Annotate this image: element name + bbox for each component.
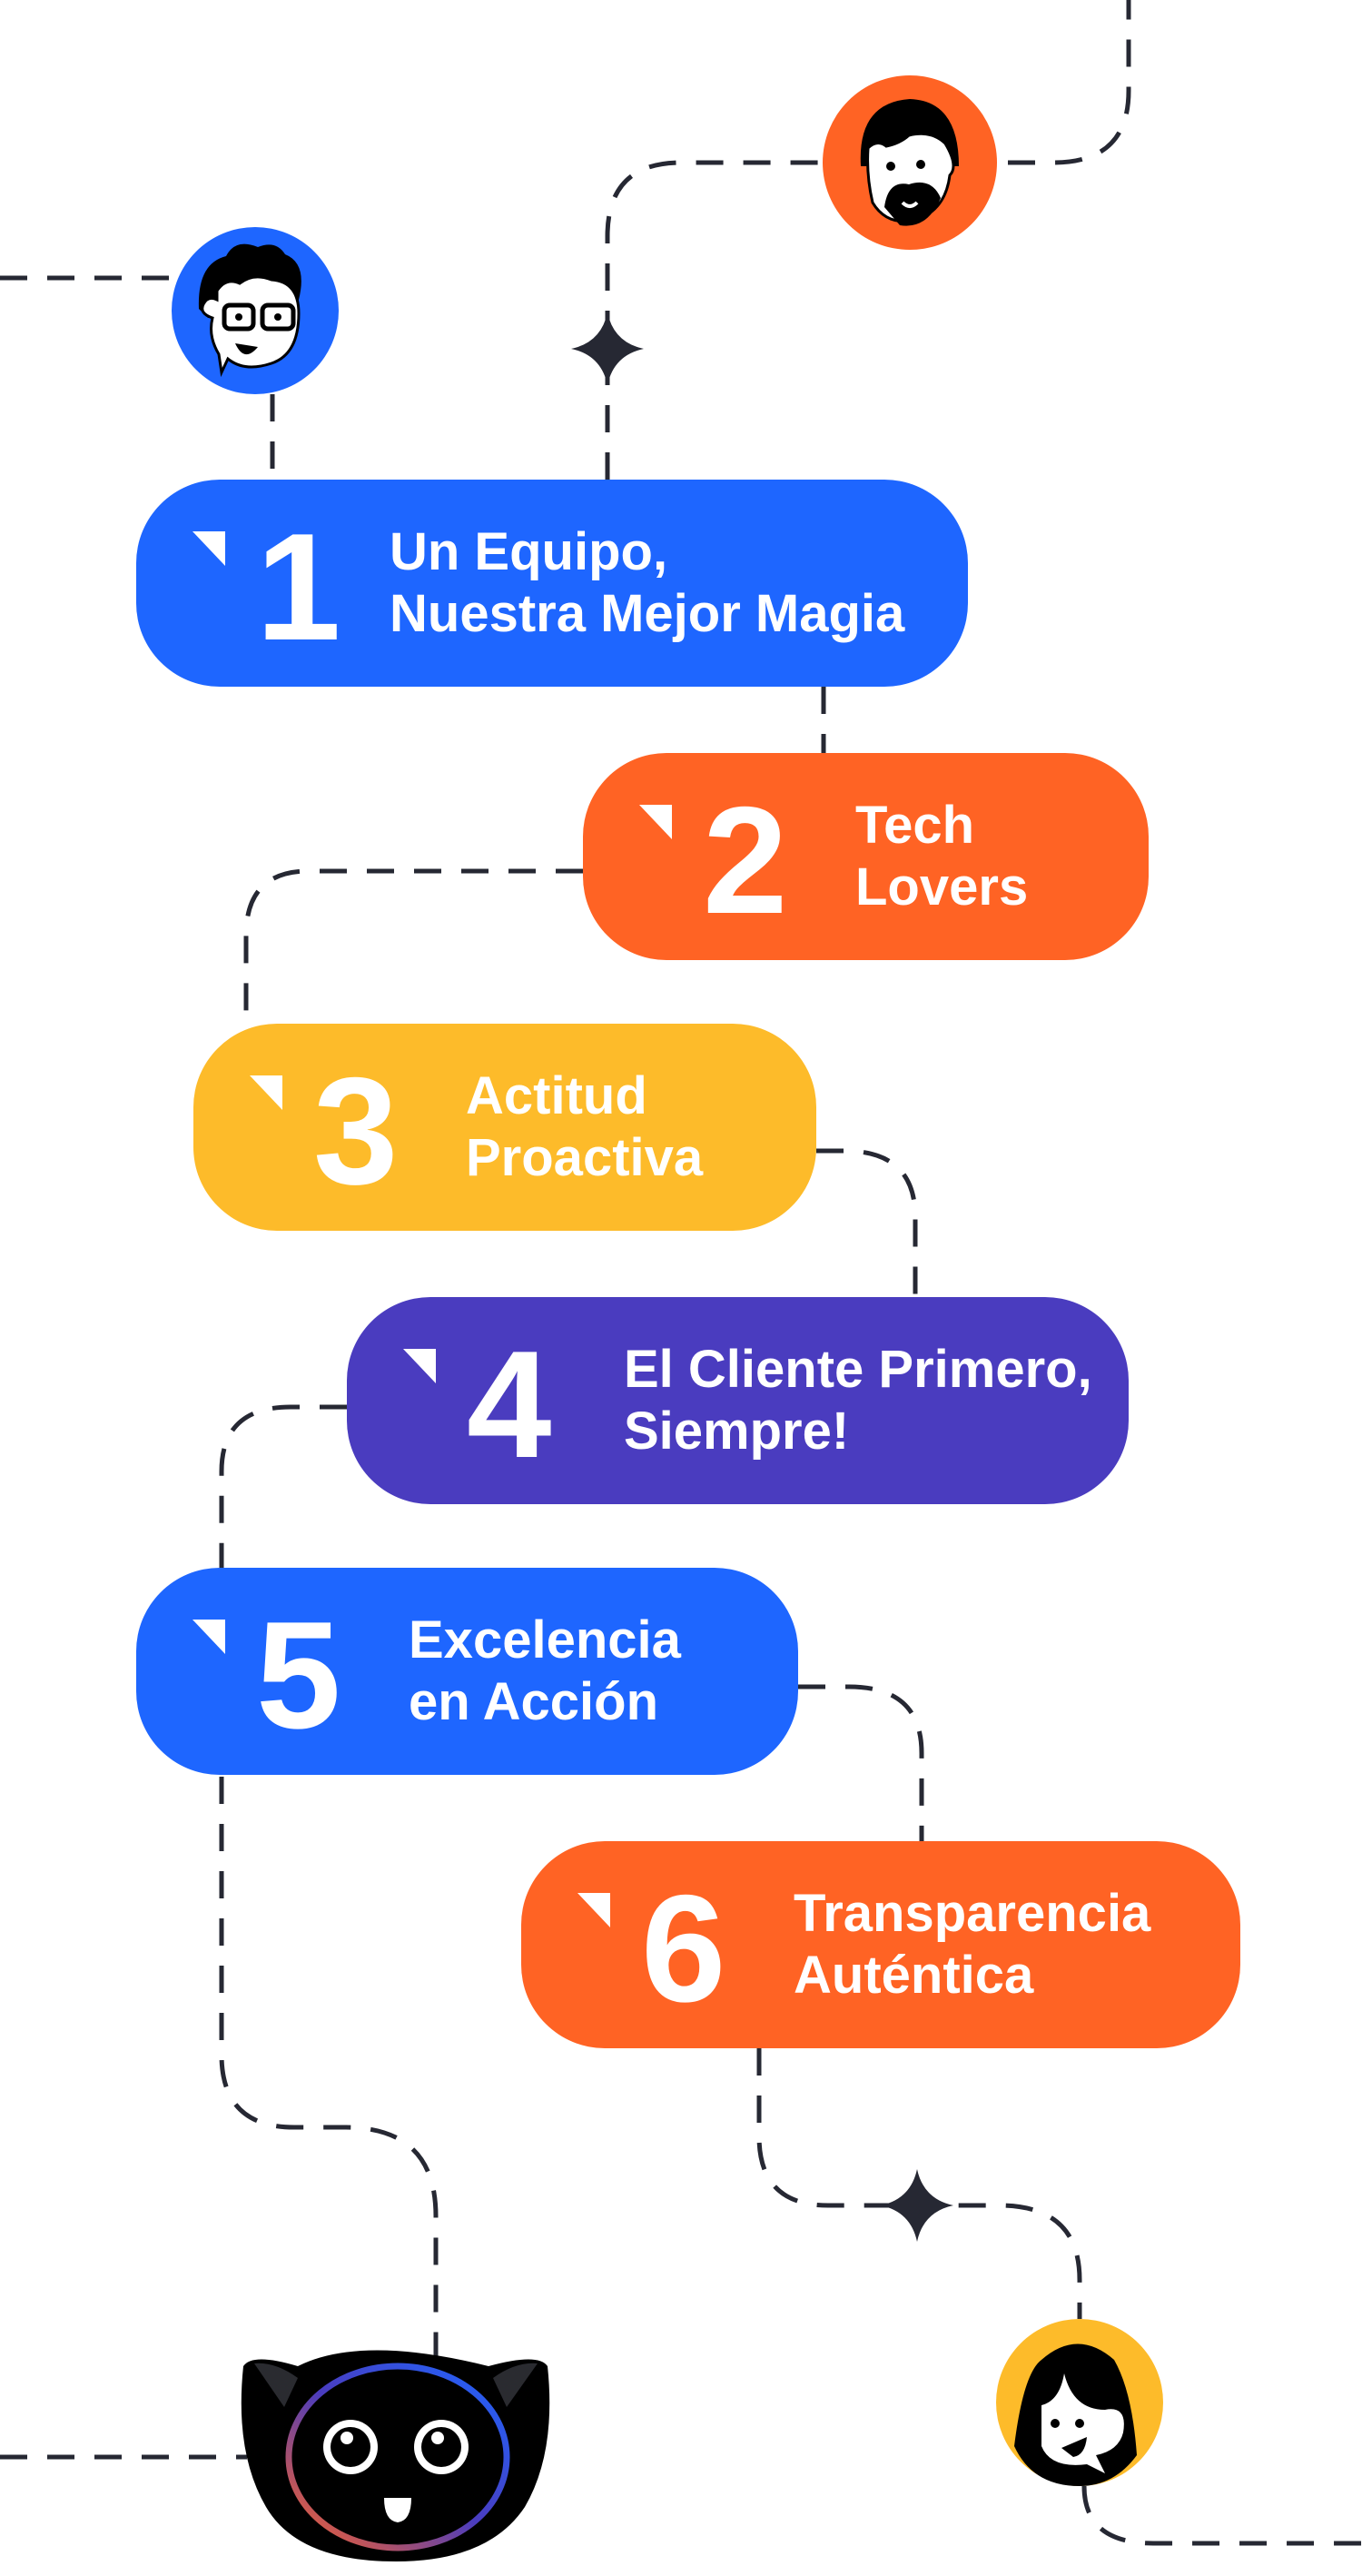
corner-tick-icon: [639, 805, 672, 839]
connector-card5-mascot: [219, 1777, 439, 2398]
corner-tick-icon: [577, 1893, 610, 1927]
mascot-cat-logo: [241, 2350, 550, 2561]
sparkle-star-icon: [571, 312, 644, 385]
corner-tick-icon: [192, 531, 225, 566]
connector-card5-card6: [798, 1684, 924, 1841]
step-card-1: 1 Un Equipo,Nuestra Mejor Magia: [136, 480, 968, 687]
sparkle-star-icon: [881, 2169, 953, 2242]
step-card-4: 4 El Cliente Primero,Siempre!: [347, 1297, 1129, 1504]
connector-card1-avatar2: [605, 160, 826, 480]
corner-tick-icon: [250, 1075, 282, 1110]
connector-avatar2-top: [1008, 0, 1131, 165]
connector-card4-card5: [219, 1404, 347, 1568]
connector-card6-avatar3: [756, 2048, 1082, 2319]
step-title: El Cliente Primero,Siempre!: [624, 1340, 1092, 1461]
corner-tick-icon: [403, 1349, 436, 1383]
avatar-man-beard: [823, 75, 997, 250]
connector-card2-card3: [243, 868, 583, 1024]
step-title: Un Equipo,Nuestra Mejor Magia: [390, 522, 905, 643]
step-number: 4: [467, 1319, 551, 1490]
step-number: 6: [641, 1863, 725, 2034]
corner-tick-icon: [192, 1620, 225, 1654]
step-number: 5: [256, 1590, 340, 1760]
step-number: 1: [256, 501, 340, 672]
connector-avatar3-right: [1081, 2485, 1362, 2546]
step-number: 3: [313, 1045, 398, 1216]
avatar-woman: [996, 2319, 1163, 2486]
connector-card3-card4: [816, 1148, 918, 1297]
avatar-man-glasses: [172, 227, 339, 394]
step-number: 2: [703, 775, 787, 946]
